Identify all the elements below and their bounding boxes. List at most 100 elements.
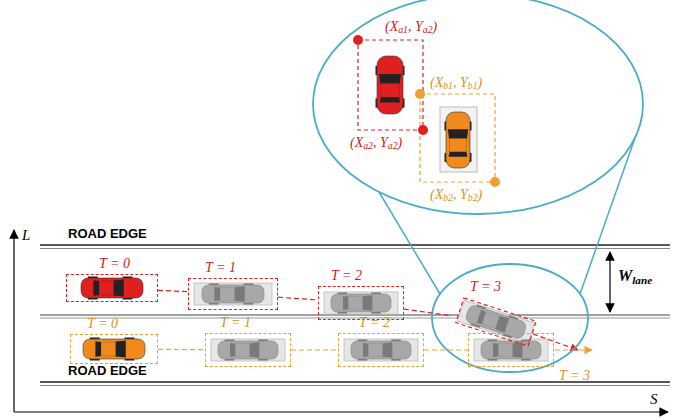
trajectory-line — [278, 297, 318, 300]
car-windshield — [116, 341, 126, 358]
car-roof — [498, 344, 512, 357]
corner-dot — [418, 125, 428, 135]
car-rear-window — [449, 152, 468, 157]
lane-line — [40, 314, 670, 315]
corner-coordinate: (Xb1, Yb1) — [430, 76, 482, 91]
car-windshield — [235, 286, 245, 301]
car-body — [83, 339, 145, 359]
trajectory-box: T = 2 — [318, 286, 404, 320]
time-step-label: T = 0 — [99, 257, 130, 271]
zoom-source-ellipse — [432, 264, 588, 372]
car-body — [351, 341, 411, 359]
car-footprint — [211, 339, 285, 361]
trajectory-line — [404, 309, 450, 315]
corner-coordinate: (Xa2, Ya2) — [350, 136, 402, 151]
s-axis — [14, 411, 668, 412]
car-body — [218, 341, 278, 359]
trajectory-box: T = 0 — [66, 274, 158, 302]
trajectory-box: T = 1 — [188, 278, 278, 310]
trajectory-box: T = 2 — [338, 333, 424, 367]
car-icon — [445, 112, 472, 168]
car-roof — [482, 312, 499, 328]
road-edge-label: ROAD EDGE — [68, 227, 147, 240]
trajectory-line — [291, 349, 338, 350]
time-step-label: T = 3 — [559, 369, 590, 383]
time-step-label: T = 1 — [205, 261, 236, 275]
car-icon — [331, 293, 391, 314]
magnifier-ellipse — [313, 0, 643, 214]
car-windshield — [379, 74, 401, 84]
car-icon — [81, 277, 143, 300]
car-roof — [381, 84, 399, 98]
car-windshield — [383, 342, 393, 357]
axis-label: L — [22, 228, 30, 243]
car-icon — [83, 338, 145, 361]
car-icon — [202, 284, 264, 305]
car-windshield — [363, 295, 373, 310]
trajectory-line — [158, 290, 188, 291]
car-roof — [348, 297, 362, 310]
corner-coordinate: (Xb2, Yb2) — [430, 188, 482, 203]
road-edge-line — [40, 385, 670, 386]
car-footprint — [440, 107, 477, 172]
car-body — [202, 285, 264, 303]
trajectory-box: T = 3 — [468, 333, 554, 367]
car-body — [465, 304, 528, 340]
car-body — [377, 56, 403, 114]
car-group — [81, 56, 548, 361]
car-rear-window — [95, 341, 101, 357]
car-body — [331, 294, 391, 312]
road-edge-line — [40, 248, 670, 249]
car-icon — [376, 56, 405, 114]
corner-dot — [415, 89, 425, 99]
rotated-box-outline — [450, 296, 542, 348]
bounding-box-b — [420, 94, 495, 182]
time-step-label: T = 3 — [470, 280, 501, 294]
car-footprint — [324, 292, 398, 314]
car-windshield — [448, 129, 468, 138]
car-icon — [351, 340, 411, 361]
car-rear-window — [230, 343, 235, 357]
car-footprint — [474, 339, 548, 361]
car-body — [446, 112, 470, 168]
time-step-label: T = 2 — [359, 316, 390, 330]
car-rear-window — [493, 343, 498, 357]
time-step-label: T = 0 — [87, 317, 118, 331]
trajectory-box: T = 0 — [70, 334, 158, 364]
car-icon — [218, 340, 278, 361]
trajectory-box: T = 3 — [450, 296, 542, 348]
car-roof — [368, 344, 382, 357]
car-roof — [99, 281, 114, 295]
car-rear-window — [380, 97, 400, 102]
car-roof — [235, 344, 249, 357]
l-axis — [13, 230, 14, 412]
car-roof — [220, 288, 235, 301]
lane-width-arrow — [609, 252, 610, 312]
car-footprint — [194, 283, 272, 305]
car-roof — [450, 139, 467, 152]
corner-dot — [353, 35, 363, 45]
car-body — [481, 341, 541, 359]
car-rear-window — [93, 280, 99, 296]
time-step-label: T = 2 — [331, 269, 362, 283]
trajectory-line — [158, 349, 205, 351]
car-rear-window — [343, 296, 348, 310]
car-windshield — [114, 280, 124, 297]
car-windshield — [513, 342, 523, 357]
axis-label: S — [650, 392, 658, 407]
car-rear-window — [214, 287, 220, 301]
bounding-box-a — [358, 40, 423, 130]
time-step-label: T = 1 — [220, 316, 251, 330]
car-body — [81, 278, 143, 298]
car-icon — [481, 340, 541, 361]
car-windshield — [250, 342, 260, 357]
road-edge-label: ROAD EDGE — [68, 364, 147, 377]
car-roof — [101, 342, 116, 356]
road-edge-line — [40, 244, 670, 246]
car-footprint — [344, 339, 418, 361]
trajectory-line — [424, 349, 468, 350]
